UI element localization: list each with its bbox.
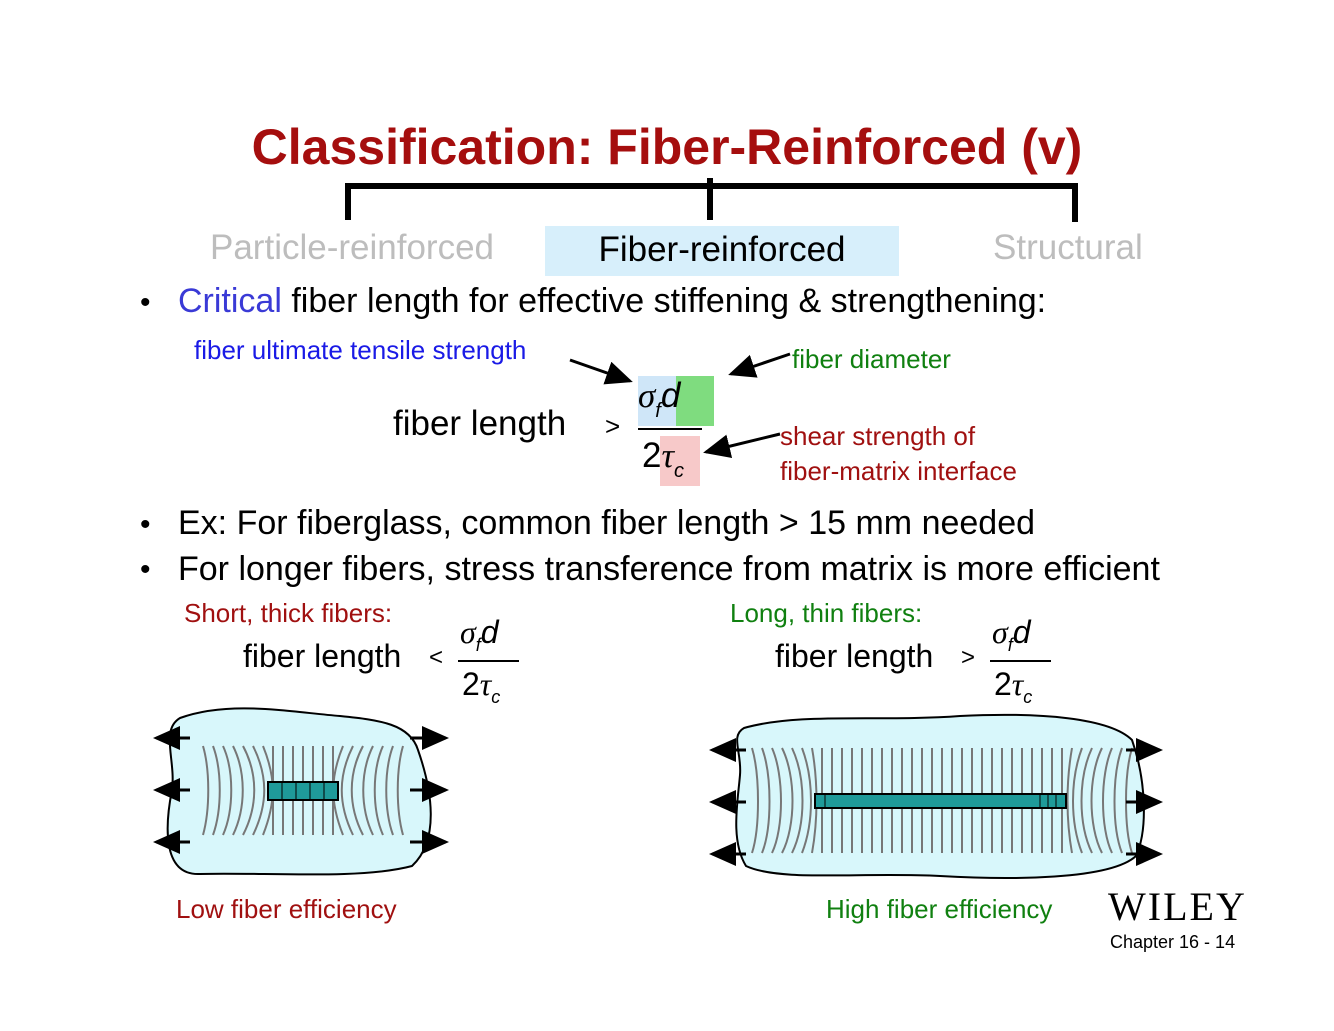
bullet-marker: • bbox=[140, 553, 151, 586]
bullet-longer-fibers: For longer fibers, stress transference f… bbox=[178, 550, 1160, 588]
category-fiber-highlight bbox=[545, 226, 899, 276]
high-efficiency-label: High fiber efficiency bbox=[826, 894, 1053, 924]
sigma-highlight bbox=[638, 376, 676, 426]
chapter-page-number: Chapter 16 - 14 bbox=[1110, 932, 1236, 952]
bullet-marker: • bbox=[140, 508, 151, 541]
formula-denominator: 2τc bbox=[642, 436, 684, 482]
short-fiber-diagram bbox=[153, 707, 449, 876]
short-formula-denominator: 2τc bbox=[462, 666, 501, 707]
classification-tree-lines bbox=[345, 178, 1078, 222]
bullet-fiberglass-example: Ex: For fiberglass, common fiber length … bbox=[178, 504, 1036, 542]
low-efficiency-label: Low fiber efficiency bbox=[176, 894, 397, 924]
tau-highlight bbox=[660, 436, 700, 486]
annotation-shear-1: shear strength of bbox=[780, 421, 976, 451]
d-highlight bbox=[676, 376, 714, 426]
bullet-marker: • bbox=[140, 286, 151, 319]
critical-highlight: Critical bbox=[178, 282, 282, 320]
annotation-uts: fiber ultimate tensile strength bbox=[194, 335, 527, 365]
long-formula-lhs: fiber length bbox=[775, 638, 934, 674]
bullet-critical-length: Critical fiber length for effective stif… bbox=[178, 282, 1046, 321]
bullet-critical-text: fiber length for effective stiffening & … bbox=[291, 282, 1047, 320]
short-formula-lt: < bbox=[429, 644, 444, 671]
annotation-shear-2: fiber-matrix interface bbox=[780, 456, 1017, 486]
short-formula-numerator: σfd bbox=[460, 614, 499, 655]
short-formula-lhs: fiber length bbox=[243, 638, 402, 674]
category-particle-reinforced: Particle-reinforced bbox=[210, 228, 494, 267]
wiley-logo: WILEY bbox=[1108, 884, 1247, 929]
formula-gt: > bbox=[605, 411, 621, 441]
category-structural: Structural bbox=[993, 228, 1143, 267]
annotation-diameter: fiber diameter bbox=[792, 344, 951, 374]
long-formula-denominator: 2τc bbox=[994, 666, 1033, 707]
category-fiber-reinforced: Fiber-reinforced bbox=[598, 230, 846, 269]
short-fibers-label: Short, thick fibers: bbox=[184, 598, 393, 628]
slide-title: Classification: Fiber-Reinforced (v) bbox=[251, 119, 1083, 175]
long-formula-numerator: σfd bbox=[992, 614, 1031, 655]
long-fibers-label: Long, thin fibers: bbox=[730, 598, 923, 628]
long-fiber-diagram bbox=[709, 713, 1163, 879]
long-formula-gt: > bbox=[961, 644, 976, 671]
annotation-arrows bbox=[569, 352, 791, 458]
formula-lhs: fiber length bbox=[393, 404, 567, 443]
formula-numerator: σfd bbox=[638, 376, 681, 422]
